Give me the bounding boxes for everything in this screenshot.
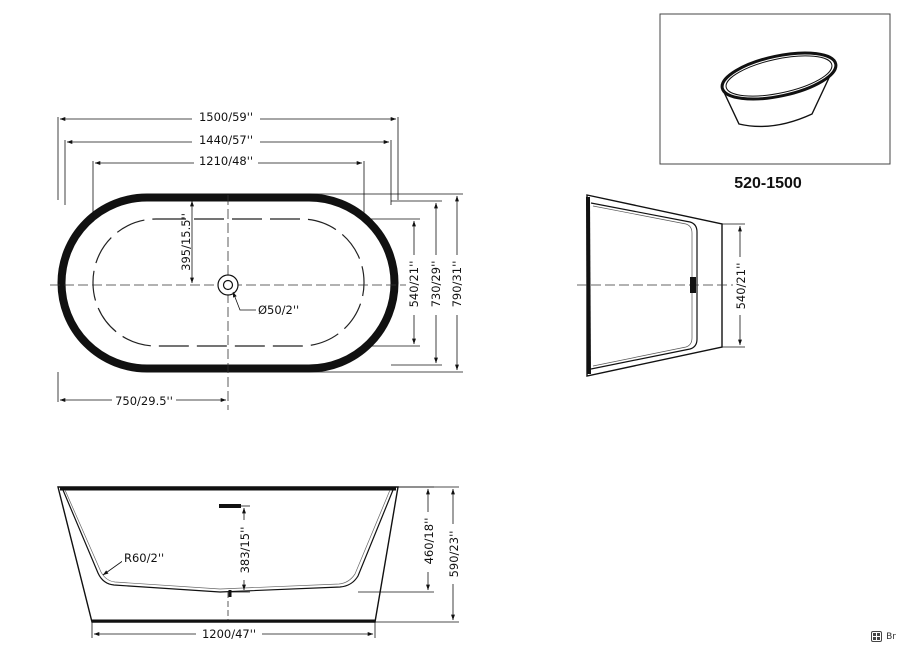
model-code: 520-1500 [734,175,802,192]
label-rim-inner-width: 730/29'' [429,261,443,308]
perspective-panel: 520-1500 [659,13,891,192]
label-rim-inner-length: 1440/57'' [199,133,253,147]
overflow-fitting-side [219,504,241,508]
label-overall-length: 1500/59'' [199,110,253,124]
label-overflow-height: 383/15'' [238,527,252,574]
label-overall-height: 590/23'' [447,531,461,578]
badge-text: Br [886,631,896,642]
end-view: 540/21'' [577,194,748,377]
label-drain-diameter: Ø50/2'' [258,303,299,317]
label-end-inner-width: 540/21'' [734,263,748,310]
label-side-base-length: 1200/47'' [202,627,256,641]
top-height-dimensions [300,193,463,373]
side-inner-basin [62,489,394,593]
label-inner-width: 540/21'' [407,261,421,308]
grid-icon [871,631,883,642]
label-half-length: 750/29.5'' [115,394,173,408]
tub-base-outline [92,218,365,347]
end-view-outline [586,194,723,377]
top-view: 1500/59'' 1440/57'' 1210/48'' 750/29.5''… [50,110,464,410]
label-inner-depth: 460/18'' [422,518,436,565]
label-base-length: 1210/48'' [199,154,253,168]
label-overall-width: 790/31'' [450,261,464,308]
label-corner-radius: R60/2'' [124,551,164,565]
corner-badge[interactable]: Br [871,631,896,642]
side-view: R60/2'' 383/15'' 460/18'' 590/23'' 1200/… [57,486,461,641]
label-drain-offset: 395/15.5'' [179,213,193,271]
overflow-fitting [690,277,696,293]
tub-perspective-icon [720,51,838,128]
drain-inner [222,279,234,291]
